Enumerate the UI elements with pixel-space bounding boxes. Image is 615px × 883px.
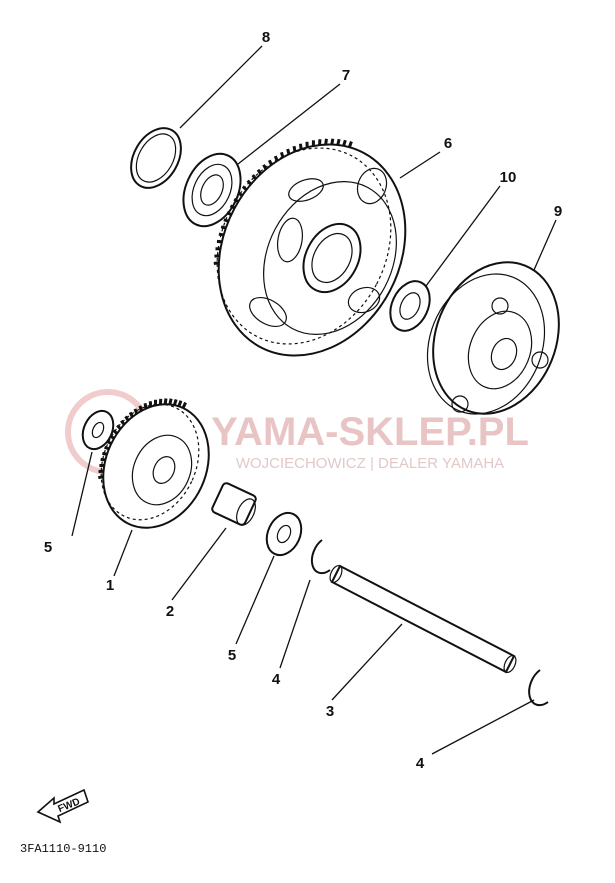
watermark: YAMA-SKLEP.PL WOJCIECHOWICZ | DEALER YAM… [65, 389, 529, 475]
part-6-starter-wheel-gear [213, 138, 407, 357]
gear-tooth [100, 457, 106, 462]
gear-tooth [116, 424, 122, 430]
diagram-code: 3FA1110-9110 [20, 842, 106, 856]
gear-tooth [168, 398, 173, 405]
gear-tooth [112, 429, 119, 435]
gear-tooth [342, 139, 347, 147]
gear-tooth [138, 405, 143, 412]
callout-5-upper: 5 [44, 539, 52, 556]
gear-tooth [237, 191, 244, 197]
gear-tooth [220, 225, 227, 230]
gear-tooth [97, 475, 104, 480]
gear-tooth [177, 400, 183, 407]
part-4-circlip-upper [310, 539, 331, 575]
part-10-washer [389, 280, 431, 332]
gear-tooth [181, 401, 187, 409]
callout-7: 7 [342, 67, 350, 84]
part-8-circlip [130, 127, 182, 189]
watermark-main-text: YAMA-SKLEP.PL [211, 410, 529, 454]
part-3-shaft [329, 564, 517, 674]
gear-tooth [223, 218, 229, 223]
gear-tooth [286, 148, 291, 155]
gear-tooth [262, 164, 268, 170]
gear-tooth [279, 151, 285, 158]
part-1-idler-gear [97, 398, 210, 529]
callout-8: 8 [262, 29, 270, 46]
callout-4-upper: 4 [272, 671, 281, 688]
gear-tooth [133, 408, 139, 415]
part-5-washer-lower [265, 511, 303, 557]
leader-lines [71, 45, 557, 755]
callout-6: 6 [444, 135, 452, 152]
callout-1: 1 [106, 577, 114, 594]
gear-tooth [226, 211, 232, 216]
callout-2: 2 [166, 603, 174, 620]
gear-tooth [124, 415, 130, 422]
gear-tooth [324, 138, 328, 145]
part-7-bearing [182, 152, 242, 228]
callout-10: 10 [500, 169, 517, 186]
gear-tooth [106, 440, 112, 445]
callout-5-lower: 5 [228, 647, 236, 664]
gear-tooth [102, 451, 108, 456]
gear-tooth [218, 232, 224, 237]
gear-tooth [267, 159, 273, 166]
callout-9: 9 [554, 203, 562, 220]
callout-numbers: 8 7 6 10 9 5 1 2 5 4 3 4 [44, 29, 562, 772]
gear-tooth [347, 141, 353, 148]
fwd-label: FWD [56, 796, 81, 815]
gear-tooth [233, 197, 240, 204]
gear-tooth [229, 204, 236, 210]
part-2-needle-bearing [211, 482, 257, 526]
gear-tooth [298, 143, 303, 150]
gear-tooth [246, 179, 253, 186]
fwd-arrow-icon: FWD [36, 788, 89, 824]
gear-tooth [213, 261, 220, 265]
gear-tooth [273, 155, 279, 162]
callout-4-lower: 4 [416, 755, 425, 772]
gear-tooth [120, 419, 126, 426]
gear-tooth [330, 138, 335, 145]
gear-tooth [292, 145, 297, 152]
part-4-circlip-lower [528, 669, 549, 707]
callout-3: 3 [326, 703, 334, 720]
gear-tooth [104, 445, 110, 451]
gear-tooth [172, 398, 178, 406]
gear-tooth [251, 174, 257, 180]
gear-tooth [241, 185, 248, 191]
gear-tooth [128, 411, 134, 418]
part-9-one-way-clutch [426, 261, 560, 415]
gear-tooth [143, 403, 148, 409]
watermark-sub-text: WOJCIECHOWICZ | DEALER YAMAHA [236, 455, 504, 472]
gear-tooth [256, 168, 263, 175]
gear-tooth [336, 138, 341, 146]
gear-tooth [109, 434, 115, 440]
gear-tooth [163, 398, 168, 405]
